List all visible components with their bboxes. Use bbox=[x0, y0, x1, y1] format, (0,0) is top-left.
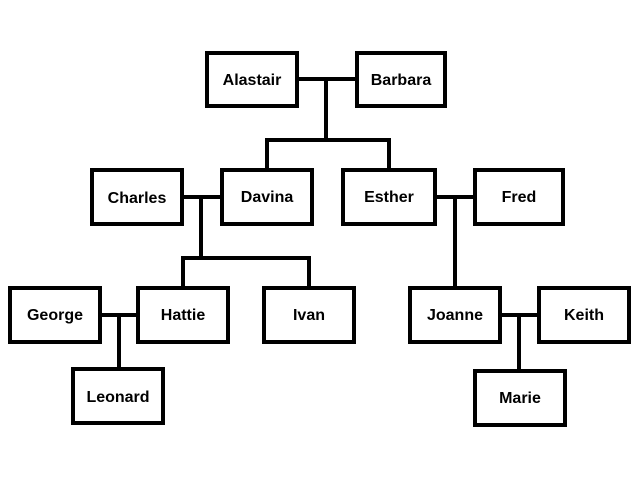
person-box bbox=[408, 286, 502, 344]
person-barbara: Barbara bbox=[355, 51, 447, 108]
person-name: George bbox=[27, 307, 83, 324]
person-joanne: Joanne bbox=[408, 286, 502, 344]
person-box bbox=[473, 369, 567, 427]
person-ivan: Ivan bbox=[262, 286, 356, 344]
person-hattie: Hattie bbox=[136, 286, 230, 344]
person-charles: Charles bbox=[90, 168, 184, 226]
person-name: Keith bbox=[564, 307, 604, 324]
person-name: Marie bbox=[499, 390, 541, 407]
person-name: Barbara bbox=[371, 72, 432, 89]
person-box bbox=[355, 51, 447, 108]
person-box bbox=[136, 286, 230, 344]
person-leonard: Leonard bbox=[71, 367, 165, 425]
person-box bbox=[71, 367, 165, 425]
person-box bbox=[537, 286, 631, 344]
person-name: Alastair bbox=[223, 72, 282, 89]
person-davina: Davina bbox=[220, 168, 314, 226]
person-box bbox=[262, 286, 356, 344]
person-name: Ivan bbox=[293, 307, 325, 324]
person-keith: Keith bbox=[537, 286, 631, 344]
person-esther: Esther bbox=[341, 168, 437, 226]
person-name: Fred bbox=[502, 189, 537, 206]
person-name: Joanne bbox=[427, 307, 483, 324]
person-name: Esther bbox=[364, 189, 414, 206]
person-box bbox=[473, 168, 565, 226]
person-box bbox=[341, 168, 437, 226]
person-box bbox=[205, 51, 299, 108]
person-box bbox=[8, 286, 102, 344]
person-box bbox=[90, 168, 184, 226]
person-george: George bbox=[8, 286, 102, 344]
person-name: Davina bbox=[241, 189, 294, 206]
person-name: Charles bbox=[108, 190, 167, 207]
person-name: Leonard bbox=[86, 389, 149, 406]
person-marie: Marie bbox=[473, 369, 567, 427]
connectors bbox=[99, 77, 540, 372]
person-alastair: Alastair bbox=[205, 51, 299, 108]
person-box bbox=[220, 168, 314, 226]
person-name: Hattie bbox=[161, 307, 206, 324]
person-fred: Fred bbox=[473, 168, 565, 226]
